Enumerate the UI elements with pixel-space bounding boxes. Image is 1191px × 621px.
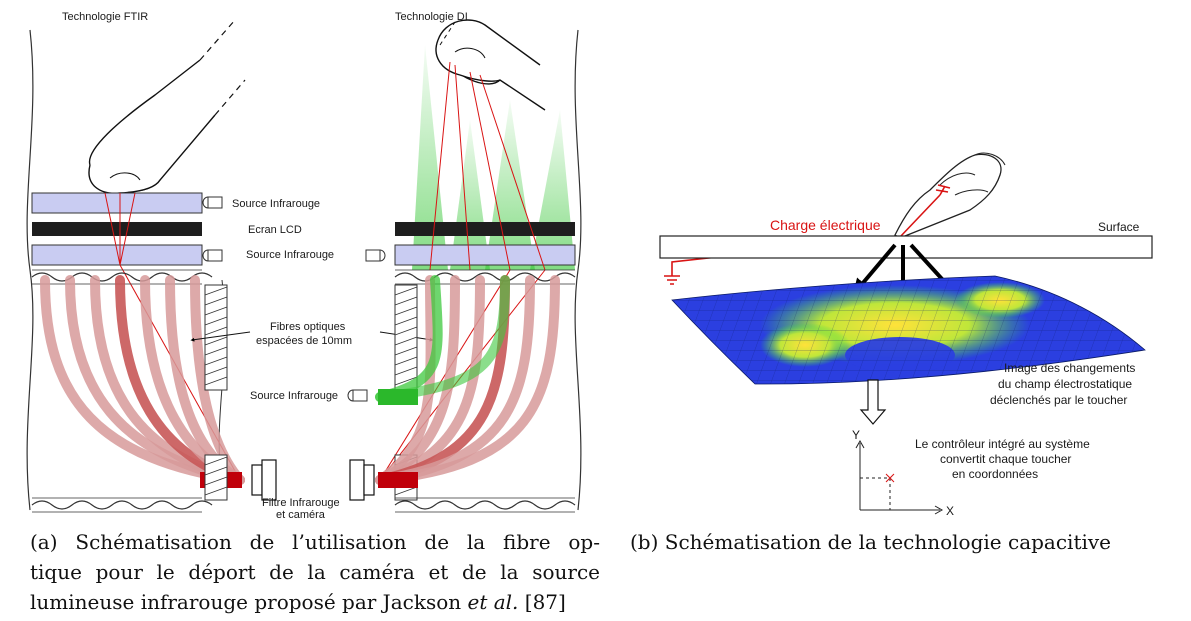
ftir-hatched-block [204, 284, 228, 501]
title-ftir: Technologie FTIR [62, 11, 148, 23]
label-charge: Charge électrique [770, 217, 881, 233]
title-di: Technologie DI [395, 11, 468, 23]
camera-icon-right [349, 459, 375, 501]
ftir-wavy-plate [31, 272, 213, 282]
label-ctrl-line2: convertit chaque toucher [940, 452, 1071, 466]
surface-bar [659, 235, 1153, 259]
label-image-line2: du champ électrostatique [998, 377, 1132, 391]
label-surface: Surface [1098, 220, 1140, 234]
ir-source-icon-2 [202, 249, 223, 262]
label-filtre-line2: et caméra [276, 509, 326, 521]
ftir-glass-top [31, 192, 203, 214]
di-finger [435, 19, 546, 111]
label-source-ir-di: Source Infrarouge [250, 390, 338, 402]
ftir-finger [88, 19, 246, 194]
di-fibers [375, 275, 560, 488]
axis-y-label: Y [852, 428, 860, 442]
di-red-rays [379, 61, 546, 481]
di-bottom-plate [394, 500, 576, 510]
down-arrow-icon [859, 379, 887, 425]
caption-a-line3-italic: et al. [467, 590, 519, 614]
caption-a-line1: (a) Schématisation de l’utilisation de l… [30, 530, 600, 554]
ir-source-icon-3 [365, 249, 386, 262]
label-image-line1: Image des changements [1004, 361, 1135, 375]
panel-a-fiber-diagram: Technologie FTIR Technologie DI Source I… [26, 11, 582, 521]
ftir-lcd-bar [32, 222, 202, 236]
label-ctrl-line3: en coordonnées [952, 467, 1038, 481]
label-source-ir-mid: Source Infrarouge [246, 249, 334, 261]
label-fibres-line1: Fibres optiques [270, 321, 346, 333]
label-filtre-line1: Filtre Infrarouge [262, 497, 340, 509]
ftir-bottom-plate [31, 500, 213, 510]
hand-illustration [894, 152, 1006, 239]
di-housing-right-wall [574, 29, 582, 511]
label-image-line3: déclenchés par le toucher [990, 393, 1127, 407]
xy-axes [855, 439, 944, 515]
label-fibres-line2: espacées de 10mm [256, 335, 352, 347]
caption-a-line2: tique pour le déport de la caméra et de … [30, 560, 600, 584]
ftir-housing-left-wall [26, 29, 34, 511]
di-glass [394, 244, 576, 266]
caption-a-line3: lumineuse infrarouge proposé par Jackson… [30, 587, 600, 617]
camera-icon-left [251, 459, 277, 501]
ir-source-icon-1 [202, 196, 223, 209]
caption-a-line3-pre: lumineuse infrarouge proposé par Jackson [30, 590, 468, 614]
caption-a-line3-post: [87] [518, 590, 566, 614]
di-wavy-plate [394, 272, 576, 282]
electrostatic-surface [671, 275, 1146, 385]
panel-b-capacitive-diagram: Charge électrique Surface Image des chan… [659, 152, 1153, 518]
label-ecran-lcd: Ecran LCD [248, 224, 302, 236]
caption-a: (a) Schématisation de l’utilisation de l… [30, 527, 600, 617]
label-source-ir-top: Source Infrarouge [232, 198, 320, 210]
ftir-glass-bottom [31, 244, 203, 266]
caption-b: (b) Schématisation de la technologie cap… [630, 530, 1112, 554]
di-lcd-bar [395, 222, 575, 236]
axis-x-label: X [946, 504, 954, 518]
label-ctrl-line1: Le contrôleur intégré au système [915, 437, 1090, 451]
ir-source-icon-di [347, 389, 368, 402]
touch-point-marker [885, 473, 895, 483]
